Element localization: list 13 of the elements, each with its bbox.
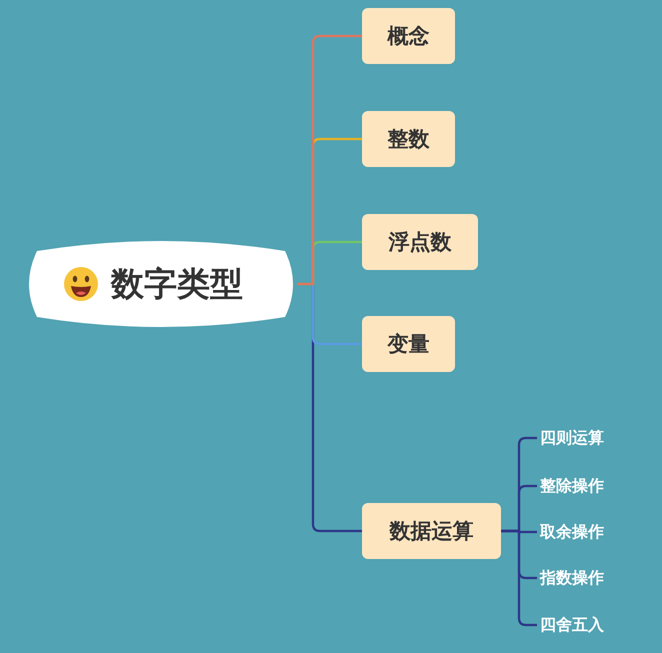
- topic-box: 数据运算: [362, 503, 501, 559]
- connector-line: [501, 436, 537, 532]
- subtopic-label: 取余操作: [540, 522, 604, 542]
- connector-line: [297, 34, 362, 286]
- subtopic-label: 四则运算: [540, 428, 604, 448]
- topic-box: 浮点数: [362, 214, 478, 270]
- topic-title: 数字类型: [111, 263, 243, 305]
- subtopic-label: 四舍五入: [540, 615, 604, 635]
- topic-box: 整数: [362, 111, 455, 167]
- topic-box: 变量: [362, 316, 455, 372]
- subtopic-label: 指数操作: [540, 568, 604, 588]
- subtopic-label: 整除操作: [540, 476, 604, 496]
- topic-box: 概念: [362, 8, 455, 64]
